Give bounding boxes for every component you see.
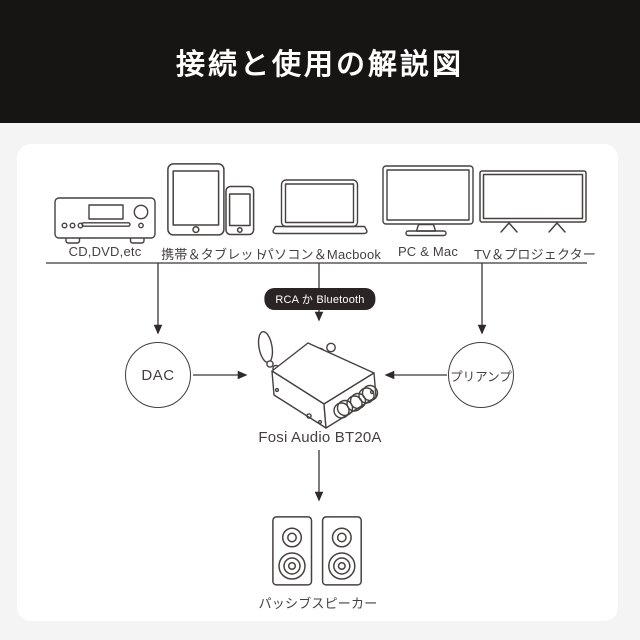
tablet-phone-icon <box>167 163 255 236</box>
speakers-label: パッシブスピーカー <box>258 596 378 611</box>
page-title: 接続と使用の解説図 <box>175 48 464 81</box>
connector-lines <box>46 262 587 502</box>
source-label-tv: TV＆プロジェクター <box>473 247 597 262</box>
laptop-icon <box>272 179 368 235</box>
source-label-mac: PC & Mac <box>397 244 459 259</box>
preamp-node: プリアンプ <box>448 342 514 408</box>
bluetooth-antenna <box>257 330 274 364</box>
source-label-cd: CD,DVD,etc <box>68 244 142 259</box>
amplifier-label: Fosi Audio BT20A <box>258 429 382 446</box>
source-label-mobile: 携帯＆タブレット <box>161 247 267 262</box>
connection-type-badge: RCA か Bluetooth <box>264 288 376 310</box>
amplifier-3d-icon <box>257 330 379 429</box>
header-banner: 接続と使用の解説図 <box>0 0 640 123</box>
dac-node: DAC <box>125 342 191 408</box>
source-label-pc: パソコン＆Macbook <box>260 247 382 262</box>
cd-player-icon <box>54 197 156 244</box>
tv-projector-icon <box>479 170 587 233</box>
desktop-monitor-icon <box>382 165 474 237</box>
diagram-panel: CD,DVD,etc 携帯＆タブレット パソコン＆Macbook PC & Ma… <box>17 144 618 621</box>
stereo-speakers-icon <box>272 516 362 586</box>
